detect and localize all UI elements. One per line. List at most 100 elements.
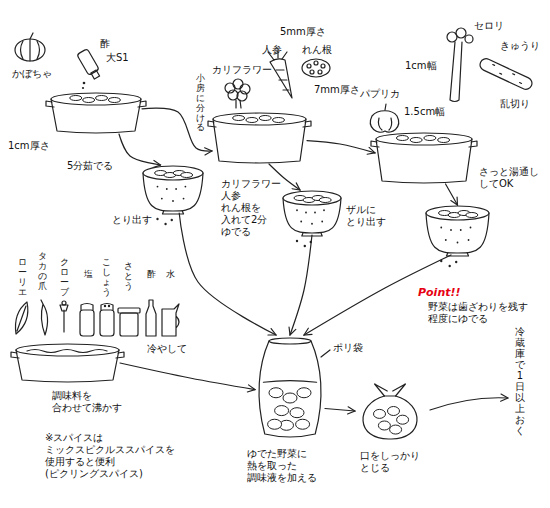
flow-arrow [430,398,508,410]
colander-rim [143,166,203,180]
ingredient-piece [83,98,95,103]
drop-dot [450,229,452,231]
bag-step: ポリ袋ゆでた野菜に 熱を取った 調味液を加える [255,335,325,440]
ingredient-piece [438,138,450,143]
colander-line [446,253,468,256]
flow-arrow [325,409,355,412]
vertical-note: 冷蔵庫で1日以上おく [515,326,525,436]
pan-line [469,141,477,147]
colander-outline [425,205,490,255]
step-label: ポリ袋 [333,342,363,354]
pan-outline [212,112,307,164]
sugar-jar-drawing [118,308,140,336]
vertical-label: 酢 [147,270,156,280]
arrow-label: 5分茹でる [66,160,114,172]
pan-line [138,101,146,107]
drop-dot [296,240,298,242]
colander-outline [142,165,204,213]
water-jug-drawing [162,304,179,336]
pan-line [46,101,54,107]
colander-step: とり出す [142,165,204,213]
colander-line [162,211,183,214]
step-label: 人参 [262,44,282,56]
pan-rim [51,93,141,105]
paprika-drawing [370,104,398,132]
step-label: 5mm厚さ [280,26,326,38]
flow-arrow [290,235,312,335]
leader-line [321,350,330,357]
salt-shaker-drawing [80,304,94,337]
step-label: 酢 [100,38,110,50]
ingredient-piece [319,198,331,203]
arrow-label: カリフラワー 人参 れん根を 入れて2分 ゆでる [220,178,282,238]
step-label: れん根 [302,44,332,56]
drop-dot [185,186,187,188]
lotus-root-drawing [302,59,330,77]
ingredient-piece [246,118,258,123]
vinegar-bottle-drawing [77,49,102,81]
pan-outline [375,132,473,184]
drop-dot [166,188,168,190]
ingredient-piece [259,116,271,121]
pan-line [376,139,472,183]
pan-step: ローリエタカの爪クローブ塩こしょうさとう酢水調味料を 合わせて沸かす [15,343,120,383]
pan-line [371,141,379,147]
pan-line [11,352,19,358]
pan-line [27,350,107,353]
flow-arrow [307,141,375,153]
bag-line [263,381,316,383]
pan-rim [213,113,306,125]
drop-dot [445,239,447,241]
pepper-shaker-drawing [100,304,114,337]
colander-rim [283,191,341,205]
note-text: ※スパイスは ミックスピクルススパイスを 使用すると便利 (ピクリングスパイス) [45,432,175,480]
tiedbag-outline [355,382,425,440]
tiedbag-line [393,384,406,396]
drop-dot [457,242,459,244]
step-label: パプリカ [360,88,400,100]
step-label: 1cm厚さ [8,140,50,152]
pan-line [116,352,124,358]
vertical-label: こしょう [102,258,111,298]
pumpkin-drawing [15,33,45,61]
point-mark: Point!! [418,286,461,299]
colander-rim [426,206,489,220]
pan-line [208,121,216,127]
vertical-label: 小房に分ける [196,74,205,133]
vertical-label: さとう [124,262,133,292]
bay-leaf-drawing [15,302,27,334]
ingredient-piece [466,213,478,218]
step-label: 1.5cm幅 [404,106,445,118]
drop-dot [455,261,457,263]
drop-dot [460,229,462,231]
step-label: 大S1 [106,52,129,64]
drop-dot [440,260,442,262]
vertical-label: 塩 [84,270,93,280]
drop-dot [321,221,323,223]
step-label: きゅうり [500,40,540,52]
drop-dot [164,223,166,225]
ingredient-piece [269,388,283,398]
colander-outline [282,190,342,235]
drops-drawing [82,82,85,89]
clove-drawing [60,301,68,332]
pan-step: カリフラワー小房に分ける人参5mm厚されん根7mm厚さ [212,112,307,164]
ingredient-piece [96,96,108,101]
step-label: 野菜は歯ざわりを残す 程度にゆでる [428,301,528,325]
drop-dot [468,239,470,241]
chili-drawing [41,300,48,335]
flow-arrow [120,363,255,390]
pan-line [303,121,311,127]
colander-line [302,233,322,236]
step-label: 口をしっかり とじる [360,450,420,474]
arrow-label: 冷やして [146,343,188,355]
ingredient-piece [378,421,390,430]
pan-step: かぼちゃ酢大S11cm厚さ [50,92,142,134]
ingredient-piece [108,98,120,103]
ingredient-piece [397,415,409,424]
ingredient-piece [297,388,311,398]
ingredient-piece [410,138,422,143]
ingredient-piece [273,118,285,123]
ingredient-piece [424,136,436,141]
colander-step: Point!!野菜は歯ざわりを残す 程度にゆでる [425,205,490,255]
